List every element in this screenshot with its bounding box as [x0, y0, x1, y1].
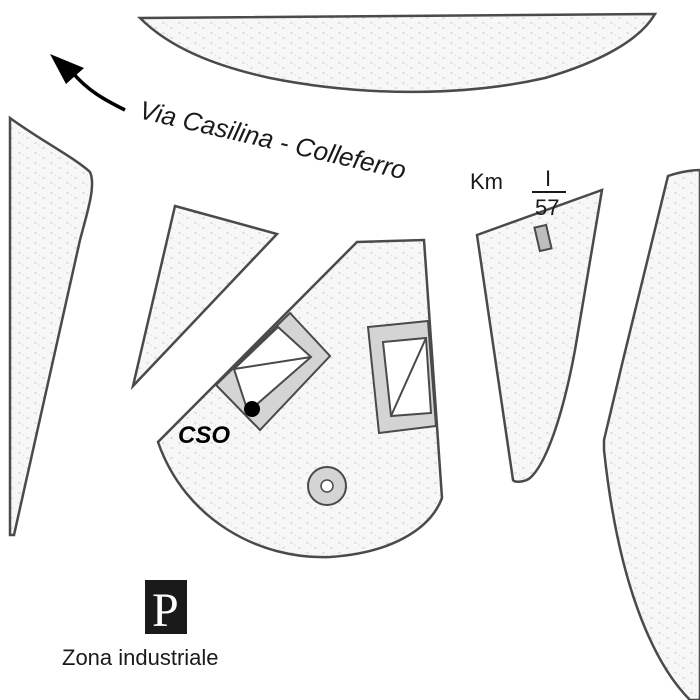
parking-label: Zona industriale	[62, 645, 219, 670]
road-label: Via Casilina - Colleferro	[137, 95, 409, 186]
direction-arrow-head	[50, 54, 84, 84]
block-west	[8, 115, 94, 537]
block-east	[602, 168, 700, 700]
building-east-inner	[381, 336, 433, 418]
direction-arrow-icon	[70, 70, 126, 112]
building-cso-diagonal	[233, 356, 312, 370]
parking-symbol: P	[152, 584, 179, 637]
site-label: CSO	[178, 422, 230, 449]
block-north	[137, 12, 658, 94]
building-east-diagonal	[390, 337, 427, 417]
km-denominator: 57	[535, 195, 559, 220]
km-prefix: Km	[470, 169, 503, 194]
block-triangle-east	[475, 188, 604, 483]
parking-icon	[145, 580, 187, 634]
roundabout-center	[320, 479, 334, 493]
block-triangle-west	[130, 204, 280, 391]
km-marker-icon	[533, 223, 553, 253]
km-numerator: I	[545, 166, 551, 191]
block-industrial	[156, 238, 444, 559]
site-location-icon[interactable]	[244, 401, 260, 417]
